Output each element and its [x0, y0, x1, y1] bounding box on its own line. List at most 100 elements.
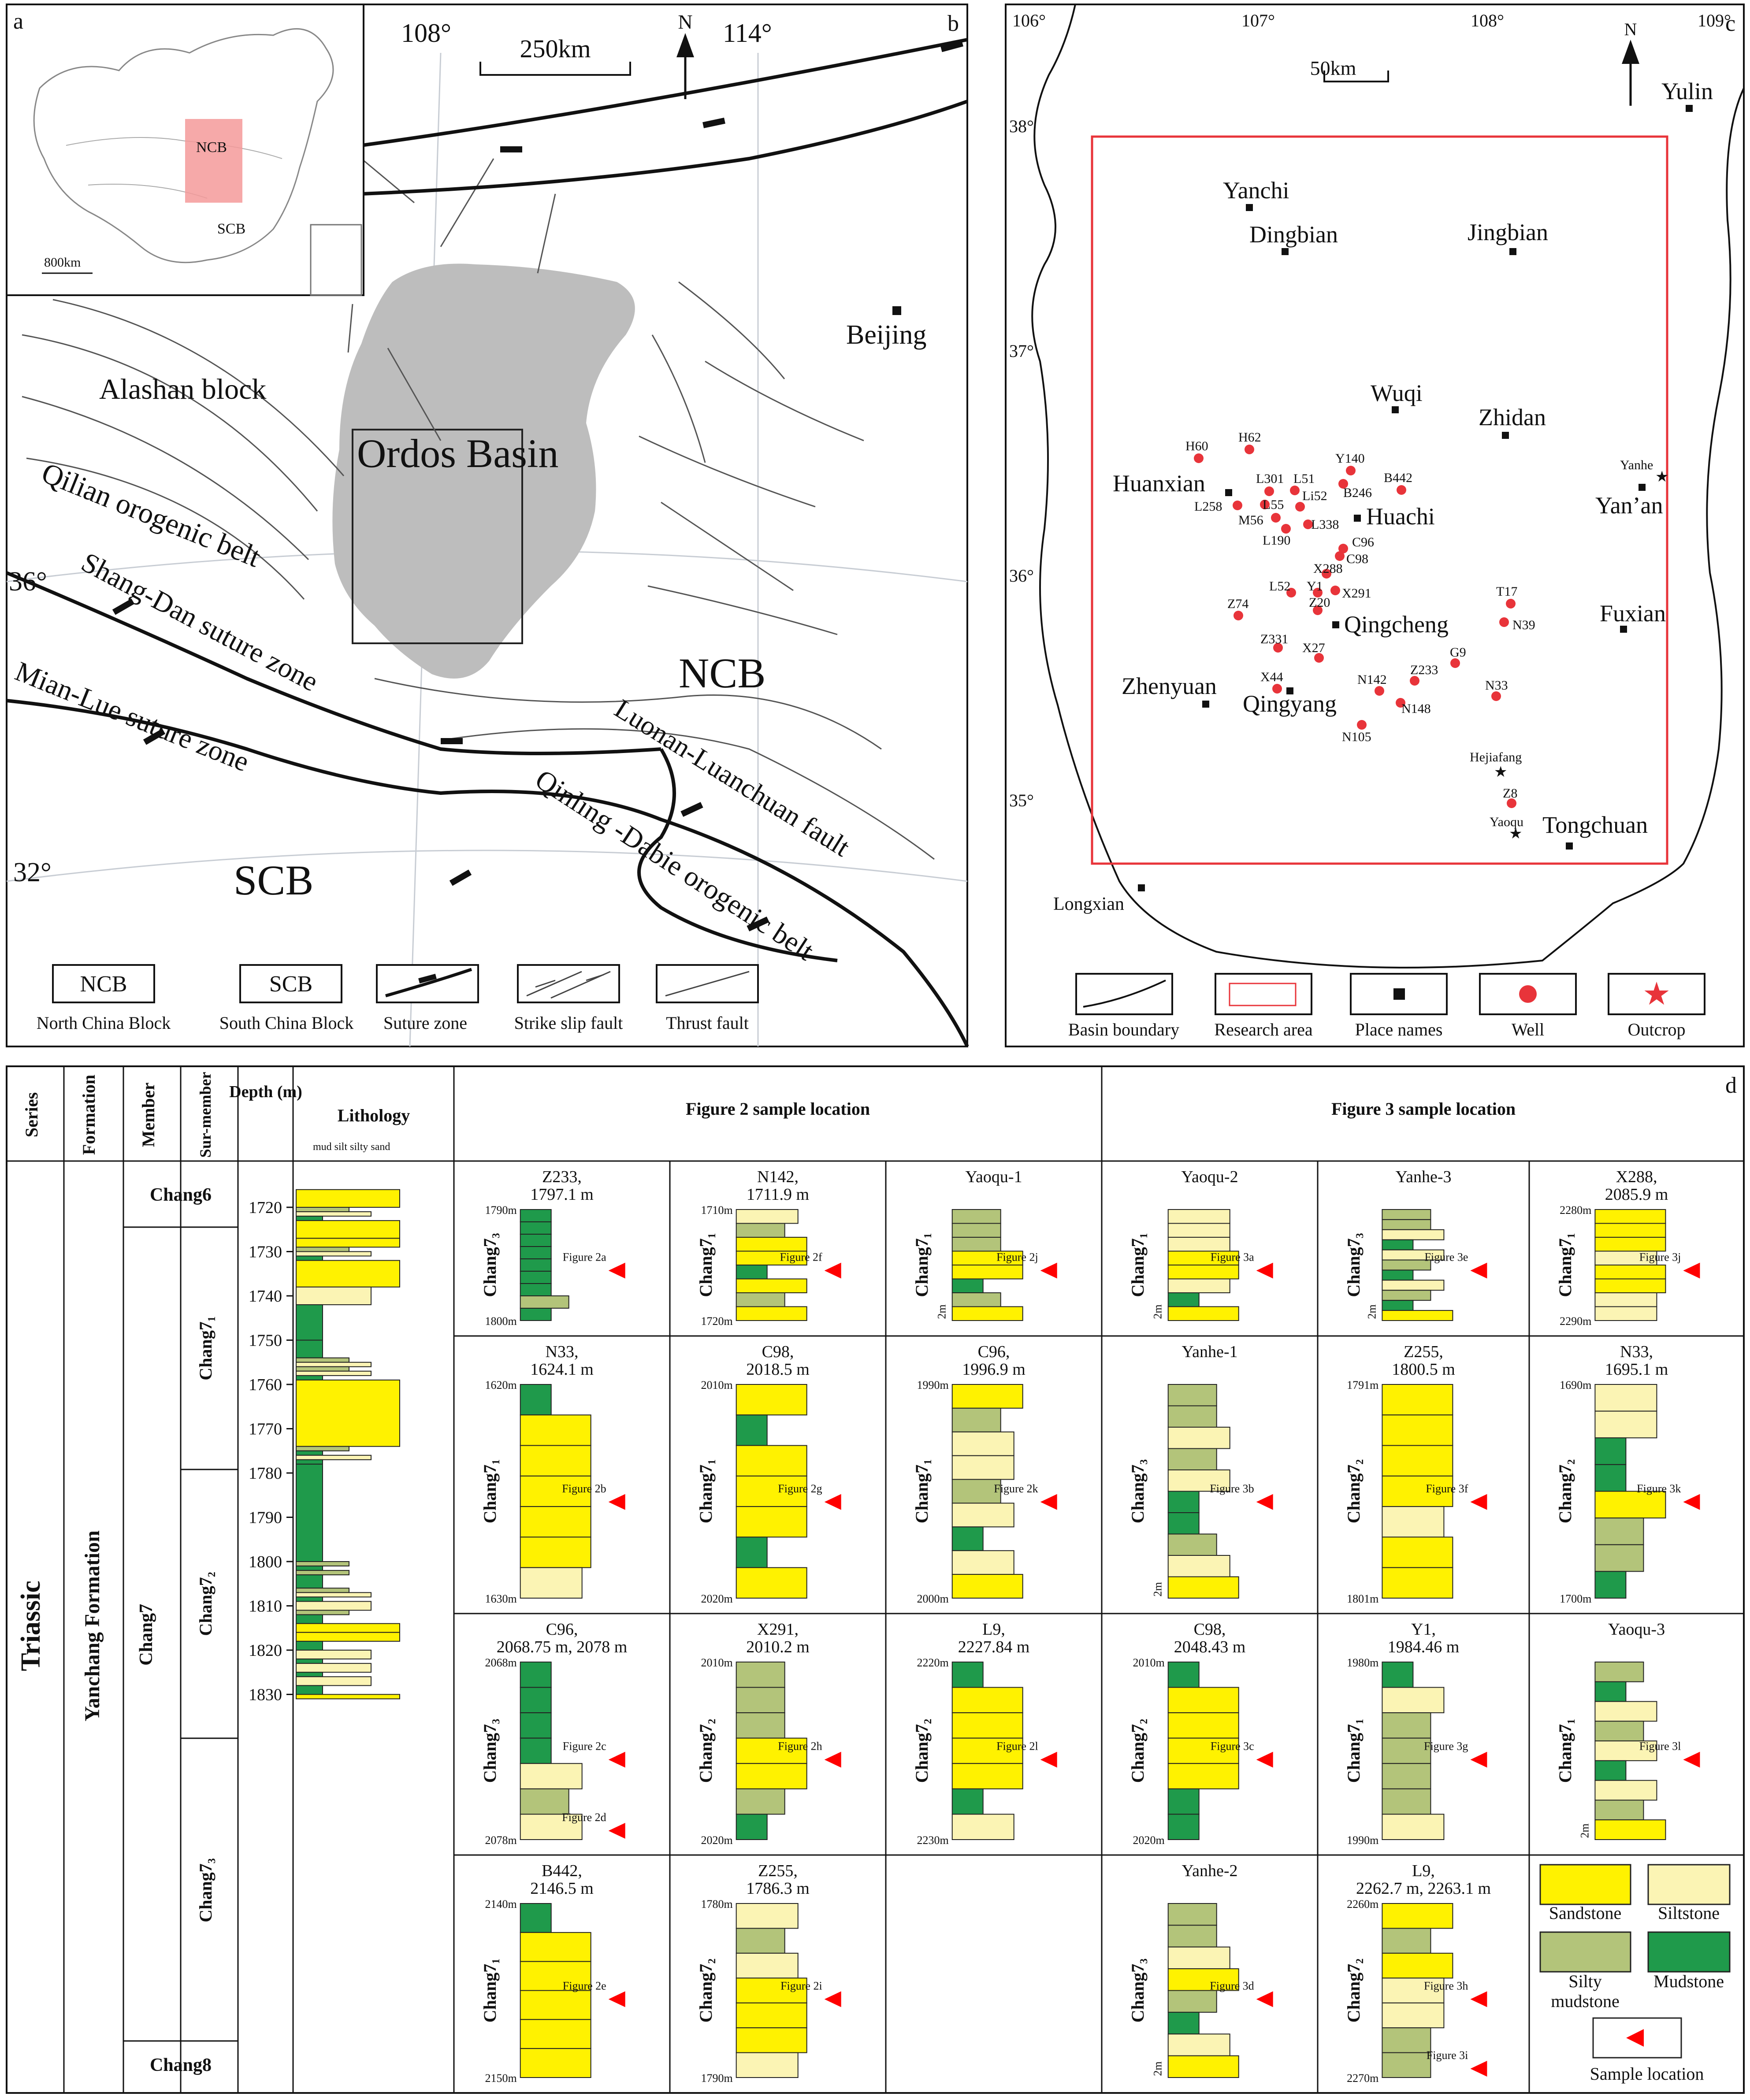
place-dingbian: Dingbian [1249, 221, 1338, 248]
sample-bed [951, 1662, 984, 1688]
place-zhidan: Zhidan [1479, 404, 1546, 430]
sample-bed [1594, 1437, 1627, 1465]
sample-bed [520, 2048, 591, 2078]
sample-bed [1382, 1506, 1445, 1538]
sample-bed [1594, 1209, 1666, 1224]
panel-b: a NCB SCB 800km b 108° 114° 250km N Beij… [6, 4, 969, 1047]
sample-bed [1594, 1799, 1644, 1821]
cell-unit: Chang7₁ [480, 1459, 500, 1523]
submember-chang73: Chang7₃ [196, 1858, 215, 1922]
cell-top-depth: 1620m [485, 1379, 516, 1391]
sample-bed [1167, 1491, 1200, 1513]
lithology-legend: Sandstone Siltstone Silty mudstone Mudst… [1539, 1864, 1731, 2084]
well-label: Z20 [1309, 595, 1330, 610]
cell-subtitle: 2146.5 m [530, 1879, 594, 1898]
lithology-bed [296, 1614, 323, 1624]
lithology-bed [296, 1623, 400, 1633]
sample-bed [736, 1928, 785, 1954]
cell-top-depth: 1990m [917, 1379, 948, 1391]
siltstone-swatch [1647, 1864, 1731, 1905]
sample-bed [1594, 1681, 1627, 1702]
outcrop-hejiafang-icon: ★ [1494, 764, 1507, 780]
sample-bed [520, 1567, 583, 1599]
sample-bed [520, 1763, 583, 1789]
cell-unit: Chang7₂ [1128, 1719, 1148, 1783]
well-label: Z331 [1260, 632, 1288, 646]
sample-marker-icon [1683, 1494, 1700, 1510]
sample-bed [1382, 1229, 1445, 1240]
outcrop-yaoqu: Yaoqu [1490, 815, 1523, 829]
cell-bottom-depth: 2020m [1133, 1834, 1164, 1847]
sample-marker-icon [1040, 1494, 1057, 1510]
panel-a-inset: a NCB SCB 800km [6, 4, 364, 296]
cell-figure-ref: Figure 3l [1639, 1740, 1681, 1753]
sample-bed [520, 1788, 569, 1815]
sample-bed [736, 2027, 807, 2053]
well-marker [1303, 519, 1313, 529]
cell-title: C98, [762, 1343, 794, 1361]
cell-top-depth: 2010m [1133, 1656, 1164, 1669]
beijing-marker [892, 306, 901, 315]
sample-bed [951, 1265, 1023, 1280]
sample-bed [1594, 1250, 1657, 1265]
sample-bed [1382, 1814, 1445, 1840]
cell-figure-ref: Figure 3b [1210, 1482, 1254, 1495]
cell-title: Z255, [1404, 1343, 1443, 1361]
well-label: H60 [1185, 439, 1208, 453]
lithology-bed [296, 1561, 349, 1567]
cell-figure-ref: Figure 3c [1211, 1740, 1254, 1753]
lon-108-label: 108° [401, 19, 451, 48]
cell-bottom-depth: 2290m [1560, 1315, 1591, 1328]
depth-tick-label: 1790 [249, 1509, 282, 1527]
sample-bed [736, 1278, 807, 1293]
formation-yanchang: Yanchang Formation [81, 1530, 104, 1721]
cell-subtitle: 1711.9 m [747, 1185, 809, 1204]
well-marker [1338, 479, 1348, 489]
sample-bed [1167, 1237, 1230, 1252]
suture-lines [6, 38, 969, 1047]
cell-unit: Chang7₃ [480, 1719, 500, 1783]
depth-tick-label: 1730 [249, 1243, 282, 1261]
cell-unit: Chang7₃ [1344, 1233, 1364, 1297]
well-marker [1233, 501, 1242, 510]
place-tongchuan: Tongchuan [1542, 812, 1648, 838]
ordos-label: Ordos Basin [357, 431, 558, 476]
legend-scb-text: South China Block [219, 1013, 353, 1033]
hdr-fig2: Figure 2 sample location [686, 1099, 870, 1119]
sample-bed [1594, 1410, 1657, 1439]
well-marker [1499, 617, 1509, 627]
well-marker [1271, 513, 1281, 523]
sample-bed [1382, 1290, 1431, 1301]
cell-title: N142, [757, 1168, 799, 1186]
lithology-bed [296, 1304, 323, 1341]
sample-bed [951, 1209, 1001, 1224]
well-marker [1507, 798, 1516, 808]
legend-mudstone: Mudstone [1653, 1971, 1724, 1991]
sample-bed [736, 1903, 799, 1929]
sample-location-icon [1626, 2029, 1644, 2047]
sample-bed [736, 1788, 785, 1815]
cell-figure-ref: Figure 3h [1424, 1979, 1468, 1992]
well-marker [1491, 691, 1501, 701]
sample-bed [736, 1952, 799, 1979]
lithology-bed [296, 1357, 349, 1363]
depth-tick-label: 1750 [249, 1332, 282, 1350]
sample-bed [1167, 1209, 1230, 1224]
place-fuxian: Fuxian [1600, 600, 1666, 627]
sample-bed [736, 1292, 785, 1307]
well-marker [1245, 445, 1254, 454]
legend-sandstone: Sandstone [1549, 1903, 1621, 1923]
lat-32-label: 32° [13, 857, 52, 887]
sample-bed [1167, 1946, 1230, 1970]
well-icon [1519, 985, 1537, 1003]
well-marker [1338, 544, 1348, 553]
lithology-bed [296, 1632, 400, 1642]
sample-bed [736, 2002, 807, 2029]
sample-bed [1382, 2002, 1445, 2029]
basin-boundary-line [1031, 4, 1745, 968]
